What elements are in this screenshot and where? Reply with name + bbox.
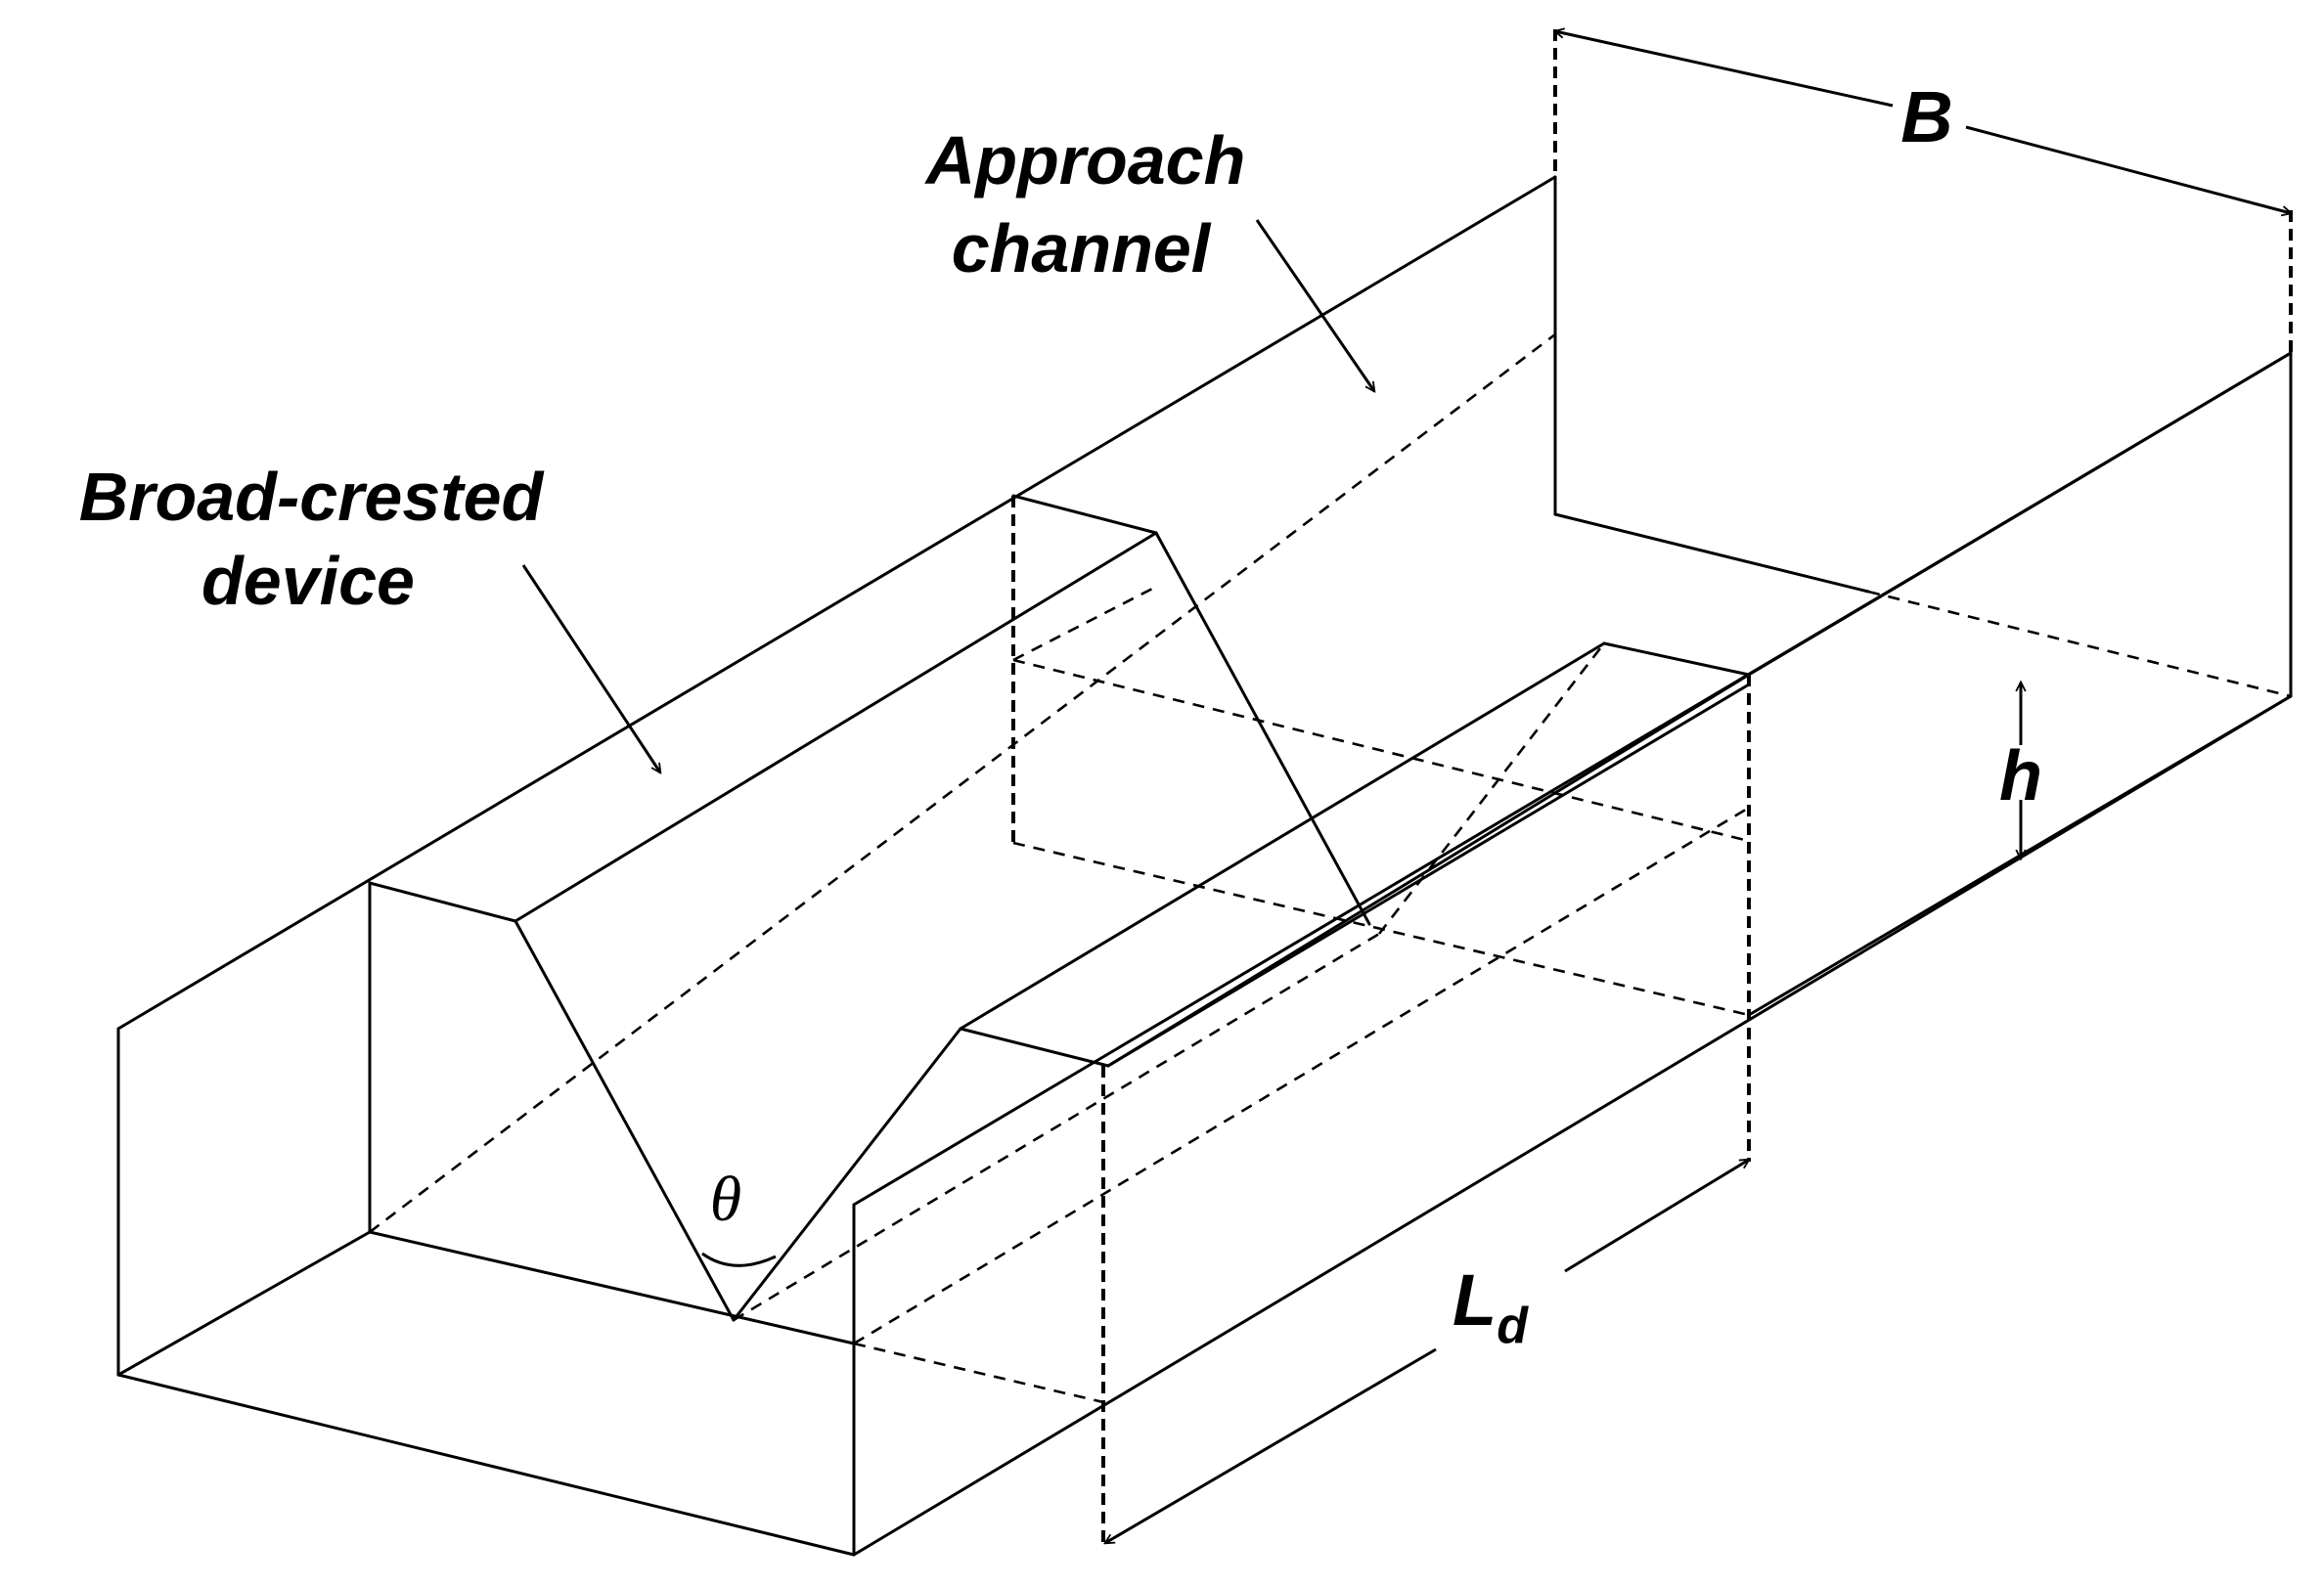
hidden-edges bbox=[369, 332, 2292, 1404]
dimension-b: B bbox=[1555, 31, 2291, 213]
extension-lines bbox=[1011, 29, 2293, 1543]
right-wall-upper-edge bbox=[1747, 351, 2293, 677]
hidden-front-floor-edge bbox=[853, 1342, 1104, 1404]
b-dimension-label: B bbox=[1900, 76, 1952, 157]
approach-label-line1: Approach bbox=[924, 122, 1246, 198]
broad-crested-device bbox=[116, 494, 1751, 1377]
bottom-front-right-edge bbox=[852, 694, 2293, 1557]
b-dimension-line-right bbox=[1965, 125, 2291, 213]
angle-theta: θ bbox=[701, 1164, 777, 1267]
hidden-v-notch-invert bbox=[733, 932, 1380, 1322]
front-face-outline bbox=[116, 1027, 856, 1557]
hidden-left-floor-edge bbox=[369, 332, 1556, 1234]
device-right-upper-ledge bbox=[1106, 683, 1751, 1068]
hidden-v-notch-rear-right bbox=[1377, 642, 1606, 935]
dimension-h: h bbox=[1999, 683, 2042, 859]
hidden-right-floor-edge bbox=[853, 806, 1750, 1345]
device-base-left-edge bbox=[116, 1230, 372, 1377]
device-label-line2: device bbox=[201, 543, 415, 619]
hidden-upstream-floor bbox=[1867, 590, 2292, 698]
b-dimension-line-left bbox=[1555, 31, 1894, 108]
approach-floor-left-edge bbox=[1553, 512, 1870, 594]
device-right-shoulder-top bbox=[959, 1027, 1110, 1068]
v-notch-left-side bbox=[514, 919, 736, 1322]
hidden-rear-mid-ledge bbox=[1012, 658, 1750, 843]
hidden-rear-crest-floor bbox=[1012, 585, 1157, 662]
approach-label-line2: channel bbox=[952, 210, 1212, 287]
ld-symbol: L bbox=[1452, 1259, 1497, 1341]
device-label-line1: Broad-crested bbox=[79, 459, 545, 535]
ld-dimension-lower bbox=[1105, 1347, 1437, 1543]
left-wall-top-edge bbox=[116, 175, 1557, 1031]
ld-dimension-label: Ld bbox=[1452, 1259, 1529, 1354]
v-notch-rear-left-visible bbox=[1154, 531, 1371, 926]
ld-subscript: d bbox=[1497, 1298, 1529, 1354]
hidden-rear-floor-left bbox=[1012, 841, 1750, 1017]
device-callout: Broad-crested device bbox=[79, 459, 660, 772]
device-left-shoulder-top bbox=[368, 881, 517, 923]
theta-symbol: θ bbox=[710, 1164, 741, 1235]
v-notch-right-side bbox=[732, 1027, 962, 1322]
channel-shell bbox=[116, 175, 2293, 1557]
dimension-ld: Ld bbox=[1105, 1160, 1749, 1543]
device-left-crest-edge bbox=[514, 531, 1158, 923]
device-right-crest-edge bbox=[959, 641, 1606, 1031]
device-front-bottom-edge bbox=[368, 1230, 856, 1345]
approach-channel-callout: Approach channel bbox=[924, 122, 1374, 391]
device-rear-right-shoulder bbox=[1602, 641, 1751, 677]
ld-dimension-upper bbox=[1564, 1160, 1749, 1273]
theta-arc bbox=[701, 1252, 777, 1267]
h-dimension-label: h bbox=[1999, 737, 2042, 816]
device-leader-arrow bbox=[521, 564, 660, 772]
device-rear-left-shoulder bbox=[1011, 494, 1158, 535]
approach-leader-arrow bbox=[1255, 219, 1374, 391]
